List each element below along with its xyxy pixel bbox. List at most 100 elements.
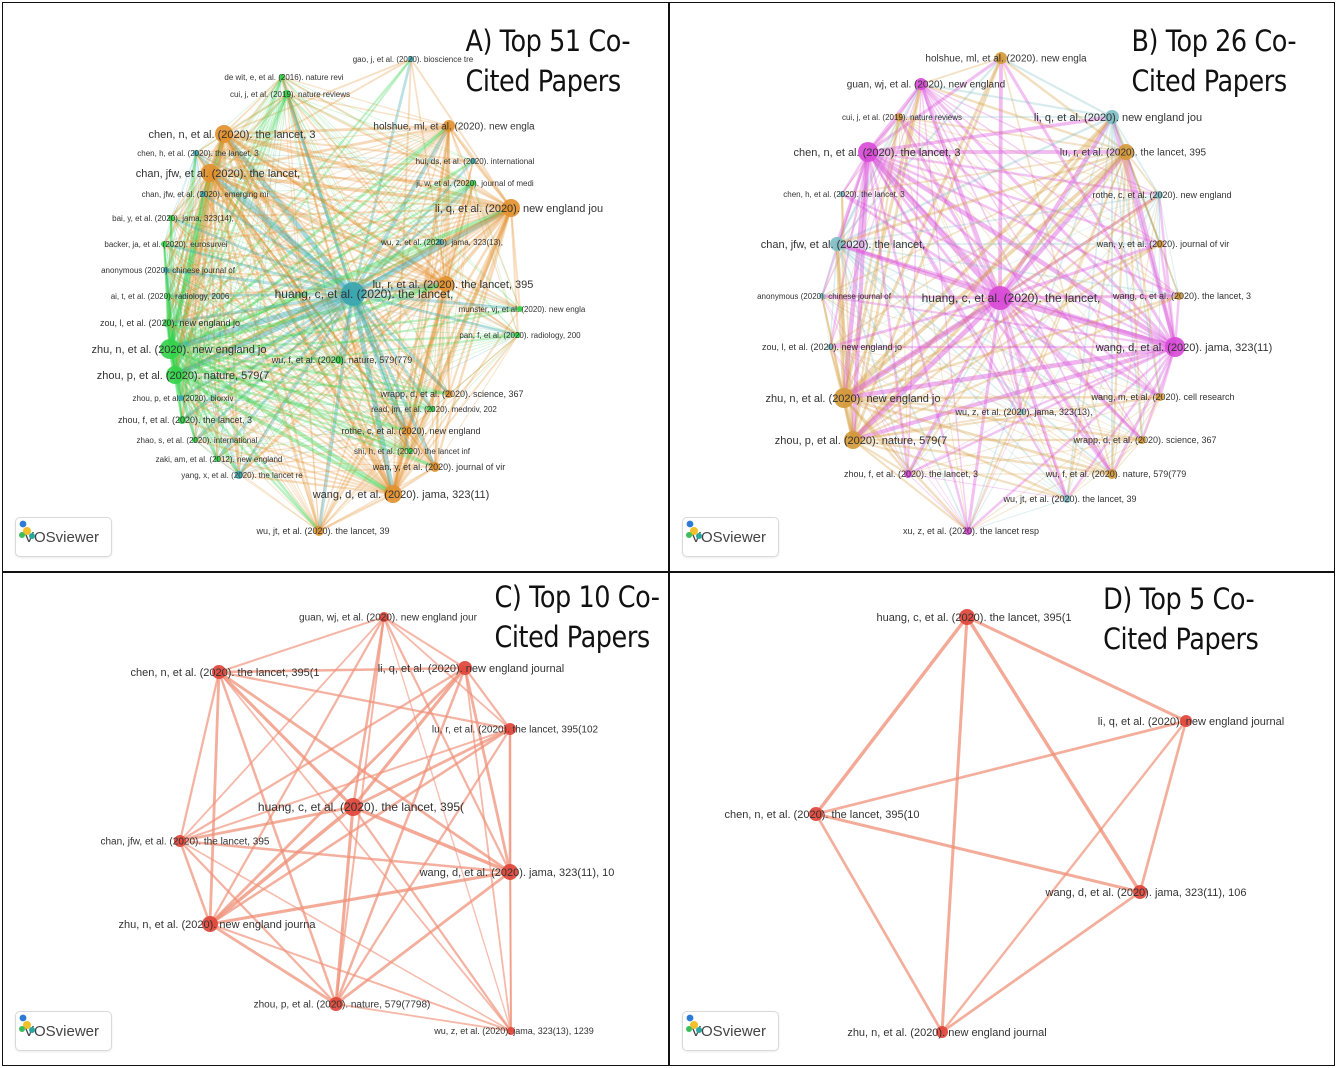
node-a-22[interactable] bbox=[335, 356, 343, 364]
edge bbox=[167, 295, 196, 441]
node-b-7[interactable] bbox=[1155, 191, 1163, 199]
node-a-35[interactable] bbox=[314, 526, 324, 536]
node-d-2[interactable] bbox=[809, 807, 823, 821]
edge bbox=[222, 132, 321, 533]
edge bbox=[920, 83, 1113, 475]
node-d-4[interactable] bbox=[936, 1026, 948, 1038]
node-c-4[interactable] bbox=[344, 798, 362, 816]
node-b-12[interactable] bbox=[1175, 292, 1183, 300]
node-b-19[interactable] bbox=[1138, 436, 1146, 444]
node-a-30[interactable] bbox=[407, 448, 413, 454]
edge bbox=[216, 334, 519, 460]
node-b-14[interactable] bbox=[1165, 337, 1185, 357]
node-a-25[interactable] bbox=[178, 395, 184, 401]
node-a-11[interactable] bbox=[168, 215, 174, 221]
node-b-21[interactable] bbox=[1107, 469, 1117, 479]
node-a-10[interactable] bbox=[502, 199, 520, 217]
node-b-18[interactable] bbox=[844, 431, 862, 449]
node-b-6[interactable] bbox=[839, 191, 845, 197]
node-b-4[interactable] bbox=[858, 142, 878, 162]
node-c-5[interactable] bbox=[174, 835, 186, 847]
node-a-8[interactable] bbox=[470, 180, 476, 186]
node-b-2[interactable] bbox=[895, 113, 903, 121]
node-label: chen, n, et al. (2020). the lancet, 3 bbox=[149, 129, 316, 141]
node-a-28[interactable] bbox=[402, 426, 412, 436]
node-b-23[interactable] bbox=[964, 527, 972, 535]
node-c-9[interactable] bbox=[507, 1027, 515, 1035]
node-c-8[interactable] bbox=[329, 997, 343, 1011]
node-b-15[interactable] bbox=[834, 388, 854, 408]
node-b-3[interactable] bbox=[1105, 110, 1119, 124]
node-b-17[interactable] bbox=[1019, 409, 1025, 415]
node-d-0[interactable] bbox=[959, 609, 975, 625]
node-a-20[interactable] bbox=[515, 332, 521, 338]
edge bbox=[998, 296, 1114, 476]
node-a-18[interactable] bbox=[517, 306, 523, 312]
edge bbox=[836, 243, 1113, 475]
node-a-34[interactable] bbox=[384, 485, 402, 503]
node-a-29[interactable] bbox=[192, 437, 198, 443]
node-b-16[interactable] bbox=[1156, 393, 1164, 401]
edge bbox=[166, 322, 411, 452]
edge bbox=[172, 291, 356, 378]
node-b-20[interactable] bbox=[904, 470, 912, 478]
node-c-3[interactable] bbox=[504, 723, 516, 735]
node-b-10[interactable] bbox=[819, 293, 825, 299]
node-a-33[interactable] bbox=[235, 471, 243, 479]
node-a-14[interactable] bbox=[163, 267, 169, 273]
node-b-0[interactable] bbox=[995, 52, 1007, 64]
node-d-1[interactable] bbox=[1180, 715, 1192, 727]
node-a-5[interactable] bbox=[193, 150, 199, 156]
edge bbox=[163, 93, 288, 245]
edge bbox=[180, 171, 212, 422]
edge bbox=[168, 347, 341, 362]
node-a-24[interactable] bbox=[445, 390, 453, 398]
edge bbox=[919, 82, 1002, 300]
node-a-4[interactable] bbox=[443, 120, 455, 132]
edge bbox=[195, 152, 411, 452]
node-b-13[interactable] bbox=[827, 344, 833, 350]
edge bbox=[163, 243, 519, 336]
node-a-0[interactable] bbox=[408, 56, 414, 62]
node-b-11[interactable] bbox=[988, 286, 1012, 310]
edge bbox=[170, 217, 447, 285]
edge bbox=[163, 182, 474, 245]
node-a-23[interactable] bbox=[166, 366, 184, 384]
edge bbox=[1158, 194, 1161, 245]
node-label: munster, vj, et al. (2020). new engla bbox=[459, 305, 586, 314]
node-a-9[interactable] bbox=[200, 191, 206, 197]
node-a-27[interactable] bbox=[178, 416, 186, 424]
node-label: zhu, n, et al. (2020). new england jo bbox=[766, 393, 941, 405]
node-d-3[interactable] bbox=[1133, 885, 1147, 899]
node-a-6[interactable] bbox=[470, 158, 476, 164]
node-b-5[interactable] bbox=[1118, 144, 1134, 160]
node-b-1[interactable] bbox=[915, 78, 927, 90]
node-a-19[interactable] bbox=[163, 319, 171, 327]
node-a-3[interactable] bbox=[215, 125, 233, 143]
node-a-13[interactable] bbox=[161, 241, 167, 247]
node-b-9[interactable] bbox=[1156, 240, 1164, 248]
node-a-15[interactable] bbox=[438, 276, 454, 292]
node-c-1[interactable] bbox=[212, 665, 226, 679]
node-a-31[interactable] bbox=[214, 456, 220, 462]
node-a-2[interactable] bbox=[283, 90, 291, 98]
edge bbox=[851, 395, 1162, 442]
node-b-8[interactable] bbox=[830, 237, 844, 251]
node-a-7[interactable] bbox=[201, 164, 219, 182]
node-a-26[interactable] bbox=[429, 406, 435, 412]
edge bbox=[318, 466, 436, 532]
node-a-17[interactable] bbox=[165, 293, 171, 299]
node-c-2[interactable] bbox=[458, 661, 472, 675]
node-a-1[interactable] bbox=[279, 74, 285, 80]
nodes-c bbox=[174, 612, 518, 1035]
node-b-22[interactable] bbox=[1063, 495, 1071, 503]
node-c-6[interactable] bbox=[502, 864, 518, 880]
node-a-32[interactable] bbox=[430, 462, 440, 472]
edge bbox=[168, 151, 198, 351]
edge bbox=[999, 56, 1114, 119]
node-c-7[interactable] bbox=[202, 916, 218, 932]
node-a-21[interactable] bbox=[160, 339, 180, 359]
node-a-12[interactable] bbox=[437, 239, 443, 245]
node-a-16[interactable] bbox=[341, 282, 365, 306]
node-c-0[interactable] bbox=[379, 612, 389, 622]
